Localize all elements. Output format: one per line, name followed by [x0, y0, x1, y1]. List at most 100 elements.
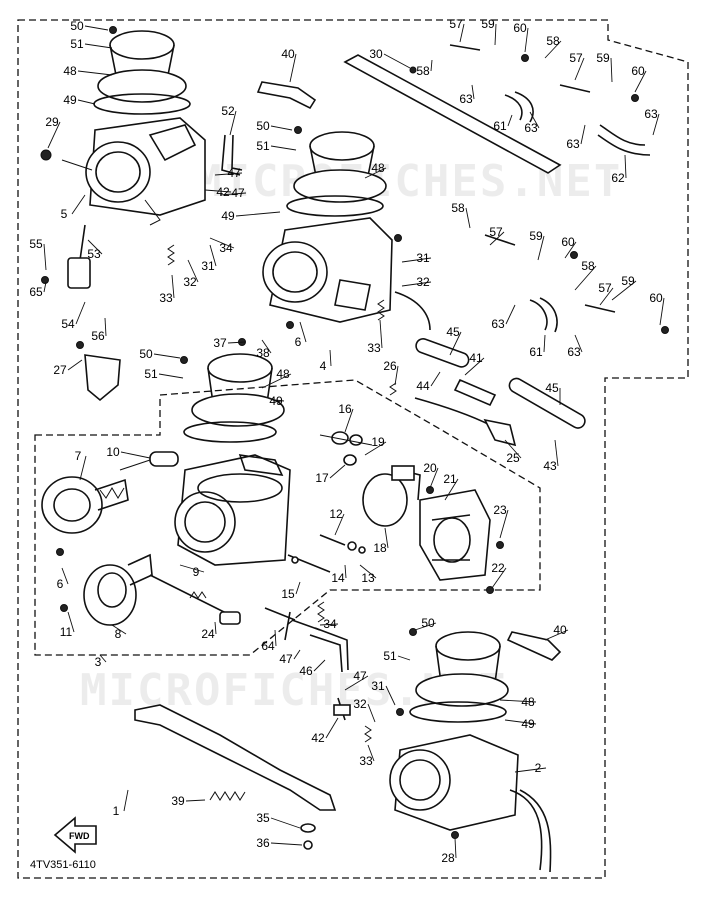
leader-53 — [87, 239, 103, 255]
fwd-label: FWD — [69, 831, 90, 841]
spring-39 — [209, 791, 246, 801]
callout-61: 61 — [493, 119, 507, 133]
leader-32 — [187, 259, 199, 283]
carburetor-3 — [174, 353, 291, 566]
callout-50: 50 — [256, 119, 270, 133]
callout-47: 47 — [231, 186, 245, 200]
callout-56: 56 — [91, 329, 105, 343]
leader-7 — [79, 455, 87, 481]
leader-39 — [185, 799, 206, 802]
leader-60 — [524, 27, 529, 53]
leader-6 — [61, 567, 69, 585]
leader-21 — [444, 478, 459, 501]
callout-30: 30 — [369, 47, 383, 61]
leader-27 — [67, 359, 83, 371]
leader-63 — [580, 124, 586, 145]
fuel-fitting-40b — [506, 631, 562, 661]
leader-50 — [84, 25, 109, 31]
callout-20: 20 — [423, 461, 437, 475]
leader-33 — [367, 744, 375, 762]
callout-63: 63 — [566, 137, 580, 151]
leader-50 — [270, 125, 293, 131]
leader-47 — [214, 172, 243, 176]
leader-46 — [313, 659, 326, 672]
callout-60: 60 — [631, 64, 645, 78]
fuel-fitting-40a — [256, 81, 317, 110]
callout-38: 38 — [256, 346, 270, 360]
leader-18 — [384, 527, 389, 549]
callout-45: 45 — [446, 325, 460, 339]
callout-7: 7 — [75, 449, 82, 463]
leader-59 — [494, 23, 497, 46]
callout-47: 47 — [279, 652, 293, 666]
callout-63: 63 — [491, 317, 505, 331]
callout-50: 50 — [421, 616, 435, 630]
carburetor-5 — [61, 30, 206, 226]
leader-59 — [610, 57, 613, 83]
leader-48 — [261, 373, 292, 389]
callout-61: 61 — [529, 345, 543, 359]
callout-51: 51 — [256, 139, 270, 153]
leader-63 — [505, 304, 516, 325]
leader-11 — [67, 611, 75, 633]
leader-57 — [574, 57, 585, 81]
leader-51 — [158, 373, 184, 379]
leader-51 — [84, 43, 113, 49]
leader-48 — [364, 167, 387, 179]
callout-59: 59 — [621, 274, 635, 288]
carburetor-4 — [262, 131, 431, 331]
leader-52 — [229, 110, 237, 136]
leader-59 — [611, 280, 637, 301]
callout-27: 27 — [53, 363, 67, 377]
callout-64: 64 — [261, 639, 275, 653]
leader-48 — [499, 699, 537, 703]
leader-51 — [270, 145, 297, 151]
leader-54 — [75, 301, 86, 325]
leader-28 — [454, 837, 457, 859]
callout-24: 24 — [201, 627, 215, 641]
callout-5: 5 — [61, 207, 68, 221]
callout-6: 6 — [57, 577, 64, 591]
callout-34: 34 — [219, 241, 233, 255]
callout-43: 43 — [543, 459, 557, 473]
leader-16 — [344, 408, 354, 433]
callout-62: 62 — [611, 171, 625, 185]
callout-63: 63 — [644, 107, 658, 121]
callout-55: 55 — [29, 237, 43, 251]
leader-58 — [430, 59, 433, 72]
callout-63: 63 — [567, 345, 581, 359]
leader-14 — [344, 564, 347, 579]
hose-61a — [504, 91, 534, 123]
leader-12 — [334, 513, 345, 536]
callout-23: 23 — [493, 503, 507, 517]
callout-31: 31 — [416, 251, 430, 265]
piston-valve-8 — [83, 553, 153, 626]
callout-50: 50 — [139, 347, 153, 361]
callout-57: 57 — [489, 225, 503, 239]
callout-42: 42 — [311, 731, 325, 745]
leader-43 — [554, 439, 559, 467]
callout-48: 48 — [276, 367, 290, 381]
callout-9: 9 — [193, 565, 200, 579]
leader-57 — [489, 231, 505, 246]
leader-44 — [430, 371, 441, 387]
inner-boundary — [34, 379, 541, 656]
callout-40: 40 — [281, 47, 295, 61]
leader-65 — [43, 281, 47, 293]
leader-29 — [47, 121, 61, 149]
callout-49: 49 — [521, 717, 535, 731]
link-plate-1 — [134, 704, 337, 811]
carburetor-2 — [389, 631, 552, 873]
leader-64 — [274, 629, 277, 647]
callout-48: 48 — [521, 695, 535, 709]
springs-33 — [167, 244, 397, 743]
callout-15: 15 — [281, 587, 295, 601]
callout-65: 65 — [29, 285, 43, 299]
leader-33 — [379, 319, 383, 349]
leader-24 — [214, 621, 217, 635]
leader-58 — [574, 265, 597, 291]
callout-37: 37 — [213, 336, 227, 350]
callout-57: 57 — [569, 51, 583, 65]
